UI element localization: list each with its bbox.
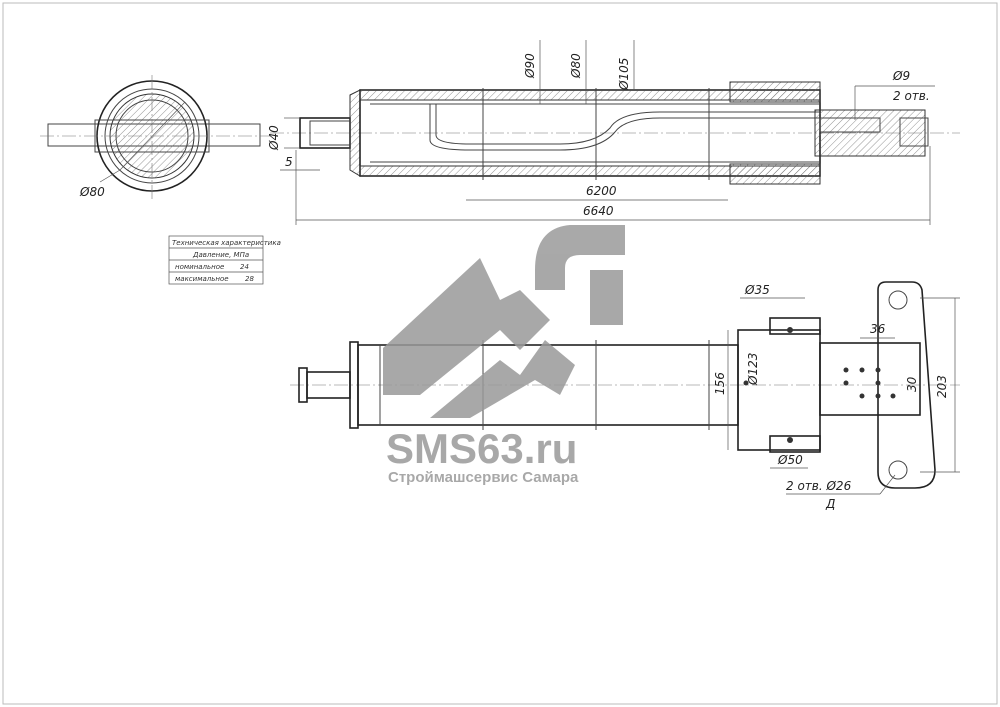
dim-dia-105: Ø105	[617, 58, 631, 91]
spec-table-title: Техническая характеристика	[172, 239, 281, 247]
dim-stroke-length: 6200	[586, 184, 617, 198]
spec-row-label: номинальное	[175, 263, 224, 271]
dim-dia-123: Ø123	[746, 353, 760, 386]
outer-view: Ø35 36 Ø123 156 30 203 Ø50 2 отв. Ø26 Д	[290, 281, 960, 511]
spec-table: Техническая характеристика Давление, МПа…	[168, 235, 281, 285]
watermark-logo-shape	[430, 340, 575, 418]
dim-dia-90: Ø90	[523, 53, 537, 79]
dim-total-length: 6640	[583, 204, 614, 218]
spec-row-value: 24	[240, 263, 249, 271]
dim-dia-50: Ø50	[777, 453, 803, 467]
dim-36: 36	[870, 322, 886, 336]
dim-holes-count: 2 отв.	[893, 89, 930, 103]
spec-row-label: максимальное	[175, 275, 229, 283]
watermark-tagline: Строймашсервис Самара	[388, 469, 579, 486]
dim-dia-80: Ø80	[569, 53, 583, 79]
watermark-logo-shape	[535, 225, 625, 290]
detail-mark: Д	[825, 497, 835, 511]
dim-rod-dia: Ø40	[267, 125, 281, 151]
dim-hole-dia: Ø9	[892, 69, 910, 83]
spec-row-value: 28	[245, 275, 254, 283]
spec-table-subtitle: Давление, МПа	[192, 251, 249, 259]
dim-holes-26: 2 отв. Ø26	[786, 479, 852, 493]
dim-203: 203	[935, 375, 949, 398]
dim-dia-35: Ø35	[744, 283, 770, 297]
watermark-brand: SMS63.ru	[386, 425, 577, 472]
dim-rod-offset: 5	[285, 155, 293, 169]
end-view-diameter-label: Ø80	[79, 185, 105, 199]
section-view: Ø90 Ø80 Ø105 Ø9 2 отв. Ø40 5 6200 6640	[267, 40, 960, 225]
dim-156: 156	[713, 372, 727, 395]
watermark-logo-shape	[383, 258, 550, 395]
watermark: SMS63.ru Строймашсервис Самара	[383, 225, 625, 486]
end-view: Ø80	[40, 75, 270, 200]
dim-30: 30	[905, 376, 919, 392]
